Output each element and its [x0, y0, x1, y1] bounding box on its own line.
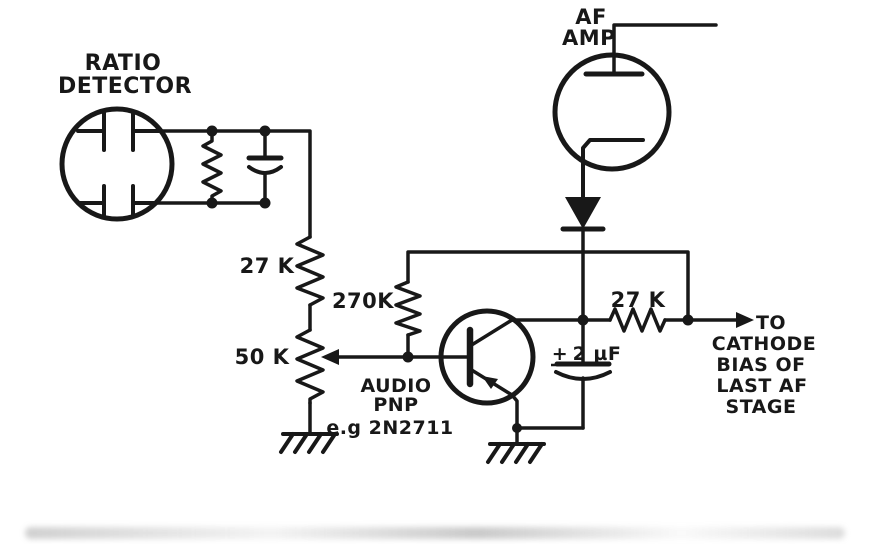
output-note: TO	[756, 312, 786, 334]
potentiometer-50k	[295, 328, 339, 405]
ratio-detector-tube	[59, 106, 175, 222]
resistor-27k-left	[295, 235, 325, 307]
resistor-27k-left-value: 27 K	[240, 254, 295, 278]
output-note: BIAS OF	[716, 354, 805, 376]
potentiometer-50k-value: 50 K	[235, 345, 290, 369]
wires	[154, 23, 742, 436]
capacitor-2uf-value: 2 µF	[573, 343, 622, 365]
capacitor-detector	[246, 129, 284, 205]
ratio-detector-label: RATIO	[85, 51, 162, 76]
af-amp-tube	[552, 52, 672, 199]
resistor-detector-shunt	[201, 129, 223, 205]
emitter-arrow	[482, 376, 498, 389]
junction-dot	[402, 351, 414, 363]
transistor-label: AUDIO	[360, 375, 431, 397]
resistor-270k-value: 270K	[332, 289, 394, 313]
ground-symbol-left	[279, 432, 339, 454]
capacitor-polarity: +	[552, 343, 568, 365]
junction-dot	[259, 197, 271, 209]
junction-dot	[206, 125, 218, 137]
resistor-27k-right-value: 27 K	[611, 288, 666, 312]
scan-artifact	[25, 527, 845, 539]
ratio-detector-label: DETECTOR	[58, 74, 192, 99]
output-note: STAGE	[726, 396, 797, 418]
af-amp-label: AMP	[562, 26, 616, 50]
output-note: CATHODE	[712, 333, 816, 355]
junction-dot	[259, 125, 271, 137]
af-amp-label: AF	[575, 5, 607, 29]
junction-dot	[512, 423, 522, 433]
wiper-arrow	[321, 349, 339, 365]
junction-dots	[206, 125, 694, 433]
transistor-part-number: e.g 2N2711	[326, 417, 453, 439]
resistor-27k-right	[608, 307, 667, 333]
resistor-270k	[394, 280, 422, 337]
diode-symbol	[560, 197, 606, 232]
junction-dot	[577, 314, 589, 326]
junction-dot	[682, 314, 694, 326]
junction-dot	[206, 197, 218, 209]
transistor-symbol	[438, 308, 536, 446]
ground-symbol-right	[486, 442, 546, 464]
output-arrow	[736, 312, 754, 328]
output-note: LAST AF	[716, 375, 807, 397]
transistor-label: PNP	[373, 394, 418, 416]
capacitor-2uf	[551, 361, 612, 381]
